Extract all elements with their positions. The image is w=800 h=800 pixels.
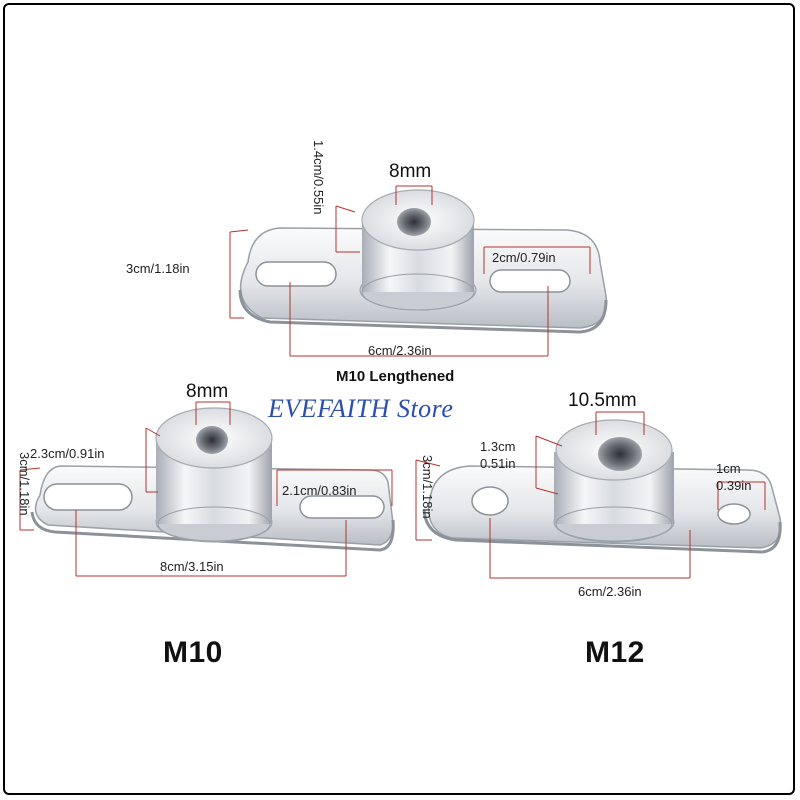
top-slot-right: [489, 269, 571, 293]
left-model-title: M10: [163, 636, 223, 669]
top-thread-hole: [397, 208, 431, 236]
left-thread-hole: [196, 426, 228, 454]
top-dimension-lines: [229, 185, 591, 357]
right-height-cm-label: 1.3cm: [480, 439, 516, 454]
left-slot-left: [43, 483, 133, 511]
left-thread-label: 8mm: [186, 381, 229, 402]
left-width-label: 3cm/1.18in: [17, 452, 32, 516]
left-dimension-lines: [19, 401, 393, 577]
top-height-label: 1.4cm/0.55in: [311, 140, 326, 215]
top-slot-left: [255, 261, 337, 287]
right-height-in-label: 0.51in: [480, 456, 516, 471]
right-hole-in-label: 0.39in: [716, 478, 752, 493]
left-slot-label: 2.1cm/0.83in: [282, 483, 357, 498]
left-length-label: 8cm/3.15in: [160, 559, 224, 574]
top-width-label: 3cm/1.18in: [126, 261, 190, 276]
right-dimension-lines: [415, 411, 766, 579]
right-hole-right: [717, 503, 751, 525]
right-hole-left: [471, 486, 509, 516]
top-thread-label: 8mm: [389, 161, 432, 182]
top-slot-label: 2cm/0.79in: [492, 250, 556, 265]
top-plate: [238, 189, 608, 334]
right-hole-cm-label: 1cm: [716, 461, 741, 476]
store-watermark: EVEFAITH Store: [268, 394, 454, 423]
right-width-label: 3cm/1.18in: [420, 455, 435, 519]
left-height-label: 2.3cm/0.91in: [30, 446, 105, 461]
right-plate: [422, 419, 782, 554]
top-length-label: 6cm/2.36in: [368, 343, 432, 358]
left-slot-right: [299, 495, 385, 519]
right-thread-label: 10.5mm: [568, 390, 637, 411]
right-thread-hole: [598, 437, 642, 471]
right-length-label: 6cm/2.36in: [578, 584, 642, 599]
top-model-title: M10 Lengthened: [336, 368, 455, 385]
left-plate: [30, 407, 395, 552]
right-model-title: M12: [585, 636, 645, 669]
